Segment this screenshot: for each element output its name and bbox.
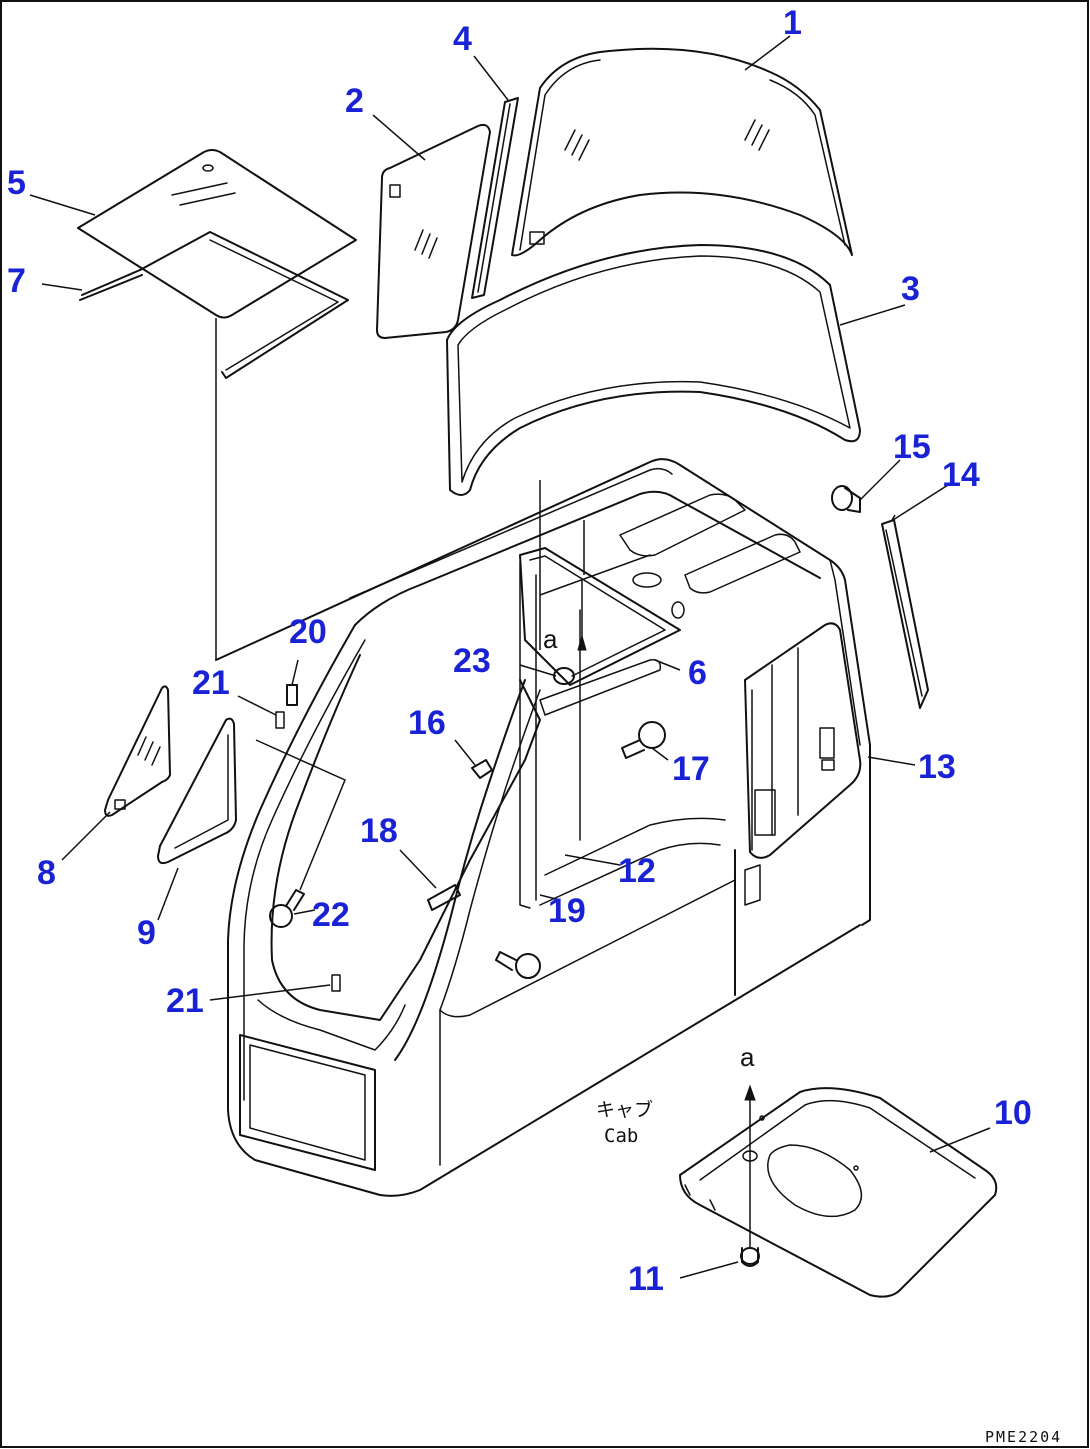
label-10: 10 — [994, 1094, 1032, 1132]
label-1: 1 — [783, 4, 802, 42]
cab-label-jp: キャブ — [596, 1098, 653, 1121]
ref-arrow-cab — [577, 520, 587, 651]
label-9: 9 — [137, 914, 156, 952]
clip-21b — [331, 974, 341, 992]
label-12: 12 — [618, 852, 656, 890]
label-23: 23 — [453, 642, 491, 680]
drawing-code: PME2204 — [985, 1428, 1062, 1446]
side-glass — [376, 123, 491, 339]
rear-molding — [881, 514, 929, 709]
bolt-19 — [495, 951, 541, 979]
label-13: 13 — [918, 748, 956, 786]
ref-mark-a-cab: a — [543, 624, 558, 654]
cap-23 — [553, 667, 575, 685]
ref-mark-a-floor: a — [740, 1042, 755, 1072]
label-18: 18 — [360, 812, 398, 850]
latch-15 — [831, 485, 861, 513]
roof-glass — [77, 149, 357, 319]
cab-label-en: Cab — [604, 1125, 638, 1147]
label-19: 19 — [548, 892, 586, 930]
label-16: 16 — [408, 704, 446, 742]
window-seal — [446, 244, 861, 496]
label-14: 14 — [942, 456, 980, 494]
bolt-22 — [269, 889, 305, 928]
floor-mat — [679, 1087, 998, 1298]
label-4: 4 — [453, 20, 472, 58]
label-8: 8 — [37, 854, 56, 892]
label-20: 20 — [289, 613, 327, 651]
label-3: 3 — [901, 270, 920, 308]
leader-lines — [29, 35, 991, 1279]
bracket-18 — [427, 884, 461, 911]
corner-glass-9 — [157, 717, 237, 865]
label-17: 17 — [672, 750, 710, 788]
plate-20 — [286, 684, 298, 706]
cab-body — [215, 458, 871, 1197]
clip-16 — [471, 759, 493, 779]
label-2: 2 — [345, 82, 364, 120]
floor-cap — [740, 1084, 760, 1267]
label-22: 22 — [312, 896, 350, 934]
corner-glass-8 — [104, 685, 171, 817]
front-glass — [511, 47, 853, 257]
label-6: 6 — [688, 654, 707, 692]
label-5: 5 — [7, 164, 26, 202]
clip-21a — [275, 711, 285, 729]
label-21-upper: 21 — [192, 664, 230, 702]
part-labels: 1 2 3 4 5 6 7 8 9 10 11 12 13 14 15 16 1… — [7, 4, 1032, 1298]
label-7: 7 — [7, 262, 26, 300]
roof-seal — [79, 231, 349, 379]
label-21-lower: 21 — [166, 982, 204, 1020]
molding-strip — [471, 97, 519, 299]
label-11: 11 — [628, 1260, 664, 1298]
label-15: 15 — [893, 428, 931, 466]
